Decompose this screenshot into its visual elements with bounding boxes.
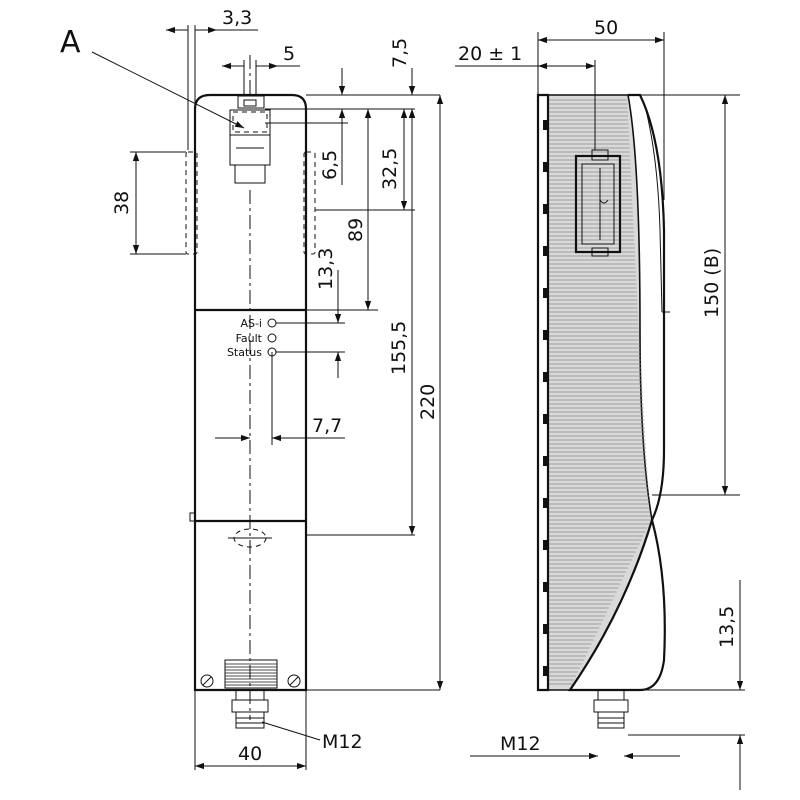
- mount-left-dashed: [185, 151, 198, 255]
- dim-32-5: 32,5: [379, 148, 401, 190]
- rib-lines: [549, 99, 651, 685]
- led-fault: [267, 333, 277, 343]
- dim-50: 50: [594, 17, 618, 39]
- side-notch: [189, 512, 196, 522]
- dim-7-7: 7,7: [312, 415, 342, 437]
- mount-right-dashed: [303, 151, 316, 255]
- dim-220: 220: [417, 384, 439, 420]
- dim-6-5: 6,5: [319, 150, 341, 180]
- m12-connector-side: [593, 689, 629, 729]
- dim-38: 38: [111, 191, 133, 215]
- led-asi: [267, 318, 277, 328]
- led-label-status: Status: [227, 346, 262, 359]
- side-front-cover: [628, 93, 666, 521]
- dim-7-5: 7,5: [389, 38, 411, 68]
- dim-5: 5: [283, 43, 295, 65]
- cable-gland: [224, 659, 278, 689]
- leader-a: [91, 51, 245, 129]
- label-m12-side: M12: [500, 733, 541, 755]
- dim-20: 20 ± 1: [458, 43, 522, 65]
- dim-13-5: 13,5: [716, 606, 738, 648]
- led-group: AS-i Fault Status: [227, 317, 345, 359]
- front-view: AS-i Fault Status: [60, 7, 444, 770]
- label-m12-front: M12: [322, 731, 363, 753]
- side-lower-cover: [567, 515, 666, 692]
- led-label-fault: Fault: [236, 332, 263, 345]
- m12-connector-front: [231, 689, 269, 729]
- side-view: 50 20 ± 1 150 (B) 13,5 M12: [455, 17, 745, 790]
- bottom-details: [200, 659, 301, 689]
- dim-150-b: 150 (B): [701, 248, 723, 318]
- screw-right: [287, 674, 301, 688]
- dim-89: 89: [345, 218, 367, 242]
- dim-13-3: 13,3: [315, 248, 337, 290]
- screw-left: [200, 674, 214, 688]
- dim-3-3: 3,3: [222, 7, 252, 29]
- led-label-asi: AS-i: [240, 317, 262, 330]
- side-connector: [574, 149, 622, 257]
- dim-155-5: 155,5: [388, 321, 410, 375]
- connector-a: [229, 95, 271, 184]
- side-back-plate: [536, 93, 550, 692]
- dim-40: 40: [238, 743, 262, 765]
- label-a: A: [60, 25, 81, 60]
